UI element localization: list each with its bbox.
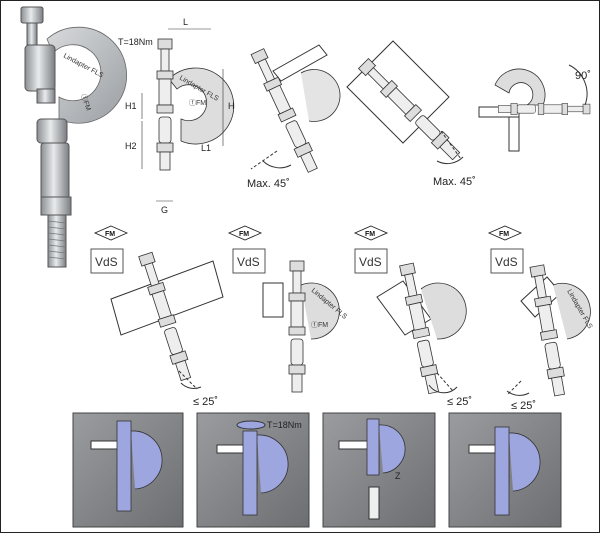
angle-label-2: Max. 45˚ [433,176,476,188]
svg-text:FM: FM [499,231,509,238]
angle-label-3: 90˚ [575,70,591,82]
vds-badge-3: VdS [354,248,388,274]
svg-text:VdS: VdS [495,255,518,269]
vds-badge-4: VdS [490,248,524,274]
dim-L: L [183,17,188,27]
sprinkler-diagram-2: Lindapter FLS ⓕFM [262,260,348,393]
install-step-3: Z [322,412,436,528]
dim-G: G [161,205,168,215]
angle-label-6: ≤ 25˚ [511,400,536,412]
install-step-2: T=18Nm [196,412,310,528]
diagram-2-fm: ⓕFM [311,321,328,329]
dim-L1: L1 [201,143,211,153]
fm-tag-3: FM [354,225,388,241]
svg-text:VdS: VdS [359,255,382,269]
fm-tag-1: FM [94,225,128,241]
svg-text:VdS: VdS [237,255,260,269]
install-z-label: Z [395,471,401,481]
vds-badge-2: VdS [232,248,266,274]
svg-text:VdS: VdS [95,255,118,269]
torque-label: T=18Nm [118,37,153,47]
install-step-1 [72,412,184,528]
install-torque-label: T=18Nm [267,420,302,430]
angle-label-1: Max. 45˚ [247,178,290,190]
vds-badge-1: VdS [90,248,124,274]
install-step-4 [448,412,562,528]
fm-tag-2: FM [228,225,262,241]
svg-text:FM: FM [105,231,115,238]
svg-text:FM: FM [365,231,375,238]
orientation-3: 90˚ [478,64,591,152]
orientation-2: Max. 45˚ [346,40,476,188]
dim-H2: H2 [125,141,137,151]
sprinkler-diagram-3: ≤ 25˚ [376,262,472,408]
angle-label-5: ≤ 25˚ [447,396,472,408]
dimension-drawing: T=18Nm L H H1 H2 L1 G Lindapter FLS ⓕFM [118,17,235,215]
orientation-1: Max. 45˚ [247,44,341,190]
svg-text:FM: FM [239,231,249,238]
product-photo: Lindapter FLS ⓕFM [20,6,127,268]
angle-label-4: ≤ 25˚ [193,396,218,408]
sprinkler-diagram-1: ≤ 25˚ [110,251,224,408]
dim-H1: H1 [125,101,137,111]
dim-fm-label: ⓕFM [189,99,206,107]
dim-H: H [228,101,235,111]
sprinkler-diagram-4: ≤ 25˚ Lindapter FLS [506,264,593,412]
fm-tag-4: FM [488,225,522,241]
